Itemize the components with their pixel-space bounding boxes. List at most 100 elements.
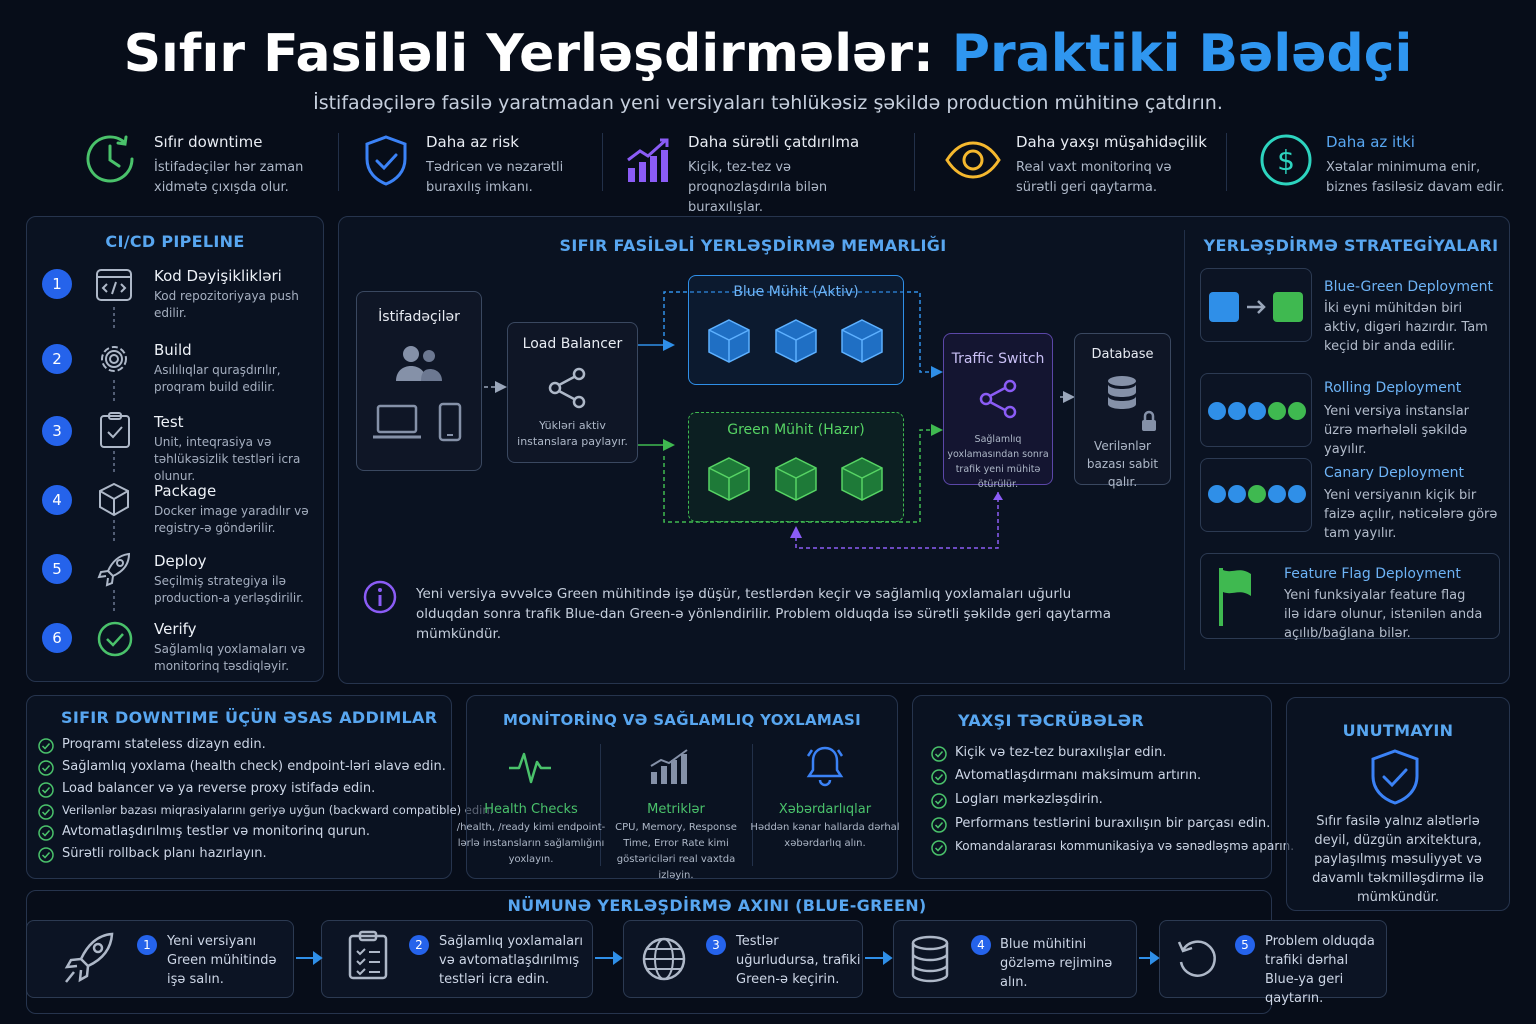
step-desc: Docker image yaradılır və registry-ə gön… [154,504,309,535]
users-label: İstifadəçilər [378,309,460,325]
step-number: 2 [42,344,72,374]
flow-step-number: 3 [706,935,726,955]
phone-icon [438,402,462,442]
strategy-icon-box [1200,553,1500,639]
divider [602,133,603,191]
check-icon [931,793,947,809]
divider [338,133,339,191]
key-step-text: Verilənlər bazası miqrasiyalarını geriyə… [62,803,494,817]
step-number: 5 [42,554,72,584]
benefit-desc: Kiçik, tez-tez və proqnozlaşdırıla bilən… [688,160,828,215]
heartbeat-icon [509,752,551,784]
step-number: 3 [42,416,72,446]
strategy-icon-box [1200,268,1312,342]
benefit-desc: İstifadəçilər hər zaman xidmətə çıxışda … [154,160,304,195]
check-icon [931,840,947,856]
key-step-text: Sürətli rollback planı hazırlayın. [62,846,267,861]
key-step-text: Proqramı stateless dizayn edin. [62,737,266,752]
flow-step-number: 5 [1235,935,1255,955]
laptop-icon [373,404,421,439]
database-desc: Verilənlər bazası sabit qalır. [1086,439,1159,489]
strategy-title: Canary Deployment [1324,465,1464,481]
step-desc: Seçilmiş strategiya ilə production-a yer… [154,574,304,605]
best-practice-item: Komandalararası kommunikasiya və sənədlə… [931,839,1294,856]
load-balancer-box [507,322,638,463]
flow-step-text: Yeni versiyanı Green mühitində işə salın… [167,934,277,987]
package-icon [99,482,129,517]
key-step-item: Verilənlər bazası miqrasiyalarını geriyə… [38,803,494,820]
database-lock-icon [1108,376,1156,431]
shield-icon [365,135,407,186]
info-icon [363,580,397,614]
database-icon [911,935,949,983]
flow-step-number: 4 [971,935,991,955]
monitoring-item-title: Health Checks [484,802,578,817]
clipboard-check-icon [100,412,130,448]
svg-text:$: $ [1277,144,1295,177]
bar-chart-icon [650,749,688,784]
share-nodes-icon [548,367,586,409]
best-practice-item: Avtomatlaşdırmanı maksimum artırın. [931,768,1202,785]
key-steps-panel [26,695,452,879]
benefit-title: Daha sürətli çatdırılma [688,133,860,151]
step-title: Deploy [154,552,207,570]
monitoring-item-title: Metriklər [647,802,705,817]
page-title: Sıfır Fasiləli Yerləşdirmələr: Praktiki … [0,24,1536,84]
best-practices-panel [912,695,1272,879]
strategy-desc: İki eyni mühitdən biri aktiv, digəri haz… [1324,301,1488,354]
blue-environment-label: Blue Mühit (Aktiv) [733,284,859,300]
pipeline-connectors [113,307,115,614]
green-environment-label: Green Mühit (Hazır) [727,422,865,438]
canary-dots-icon [1208,485,1306,503]
step-desc: Sağlamlıq yoxlamaları və monitorinq təsd… [154,642,306,673]
users-icon [396,346,442,381]
benefit-title: Daha az risk [426,133,519,151]
architecture-connectors [484,291,1075,549]
divider [600,744,601,866]
check-icon [38,782,54,798]
strategy-title: Blue-Green Deployment [1324,279,1494,295]
strategy-title: Rolling Deployment [1324,380,1462,396]
check-icon [38,825,54,841]
strategy-desc: Yeni funksiyalar feature flag ilə idarə … [1284,588,1483,641]
benefit-title: Sıfır downtime [154,133,263,151]
step-title: Test [154,413,184,431]
title-main: Sıfır Fasiləli Yerləşdirmələr: [123,24,952,84]
gear-icon [101,346,127,372]
reminder-panel [1286,697,1510,911]
step-number: 4 [42,485,72,515]
green-instance-cubes [708,457,883,501]
check-icon [38,847,54,863]
rolling-dots-icon [1208,402,1306,420]
best-practice-item: Logları mərkəzləşdirin. [931,792,1103,809]
strategy-icon-box [1200,458,1312,532]
divider [752,744,753,866]
best-practices-title: YAXŞI TƏCRÜBƏLƏR [957,711,1145,730]
strategies-title: YERLƏŞDİRMƏ STRATEGİYALARI [1203,236,1499,255]
best-practice-text: Avtomatlaşdırmanı maksimum artırın. [955,768,1202,783]
database-box [1074,333,1171,485]
divider [1184,230,1185,670]
reminder-text: Sıfır fasilə yalnız alətlərlə deyil, düz… [1312,814,1484,905]
database-title: Database [1091,347,1154,362]
dollar-icon: $ [1260,134,1312,186]
step-desc: Unit, inteqrasiya və təhlükəsizlik testl… [154,435,301,483]
title-highlight: Praktiki Bələdçi [951,24,1413,84]
pipeline-title: CI/CD PIPELINE [105,232,245,251]
best-practice-text: Logları mərkəzləşdirin. [955,792,1103,807]
benefit-desc: Real vaxt monitorinq və sürətli geri qay… [1016,160,1172,195]
traffic-switch-box [943,333,1053,485]
key-step-text: Sağlamlıq yoxlama (health check) endpoin… [62,759,446,774]
step-title: Kod Dəyişiklikləri [154,267,282,285]
bell-icon [806,746,844,787]
step-title: Verify [154,620,197,638]
blue-instance-cubes [708,319,883,363]
step-title: Package [154,482,217,500]
benefit-desc: Xətalar minimuma enir, biznes fasiləsiz … [1326,160,1505,195]
flow-title: NÜMUNƏ YERLƏŞDİRMƏ AXINI (BLUE-GREEN) [507,896,927,915]
monitoring-panel [466,695,898,879]
flow-step-text: Sağlamlıq yoxlamaları və avtomatlaşdırıl… [439,934,584,987]
rollback-icon [1177,940,1216,977]
check-icon [38,760,54,776]
step-title: Build [154,341,192,359]
